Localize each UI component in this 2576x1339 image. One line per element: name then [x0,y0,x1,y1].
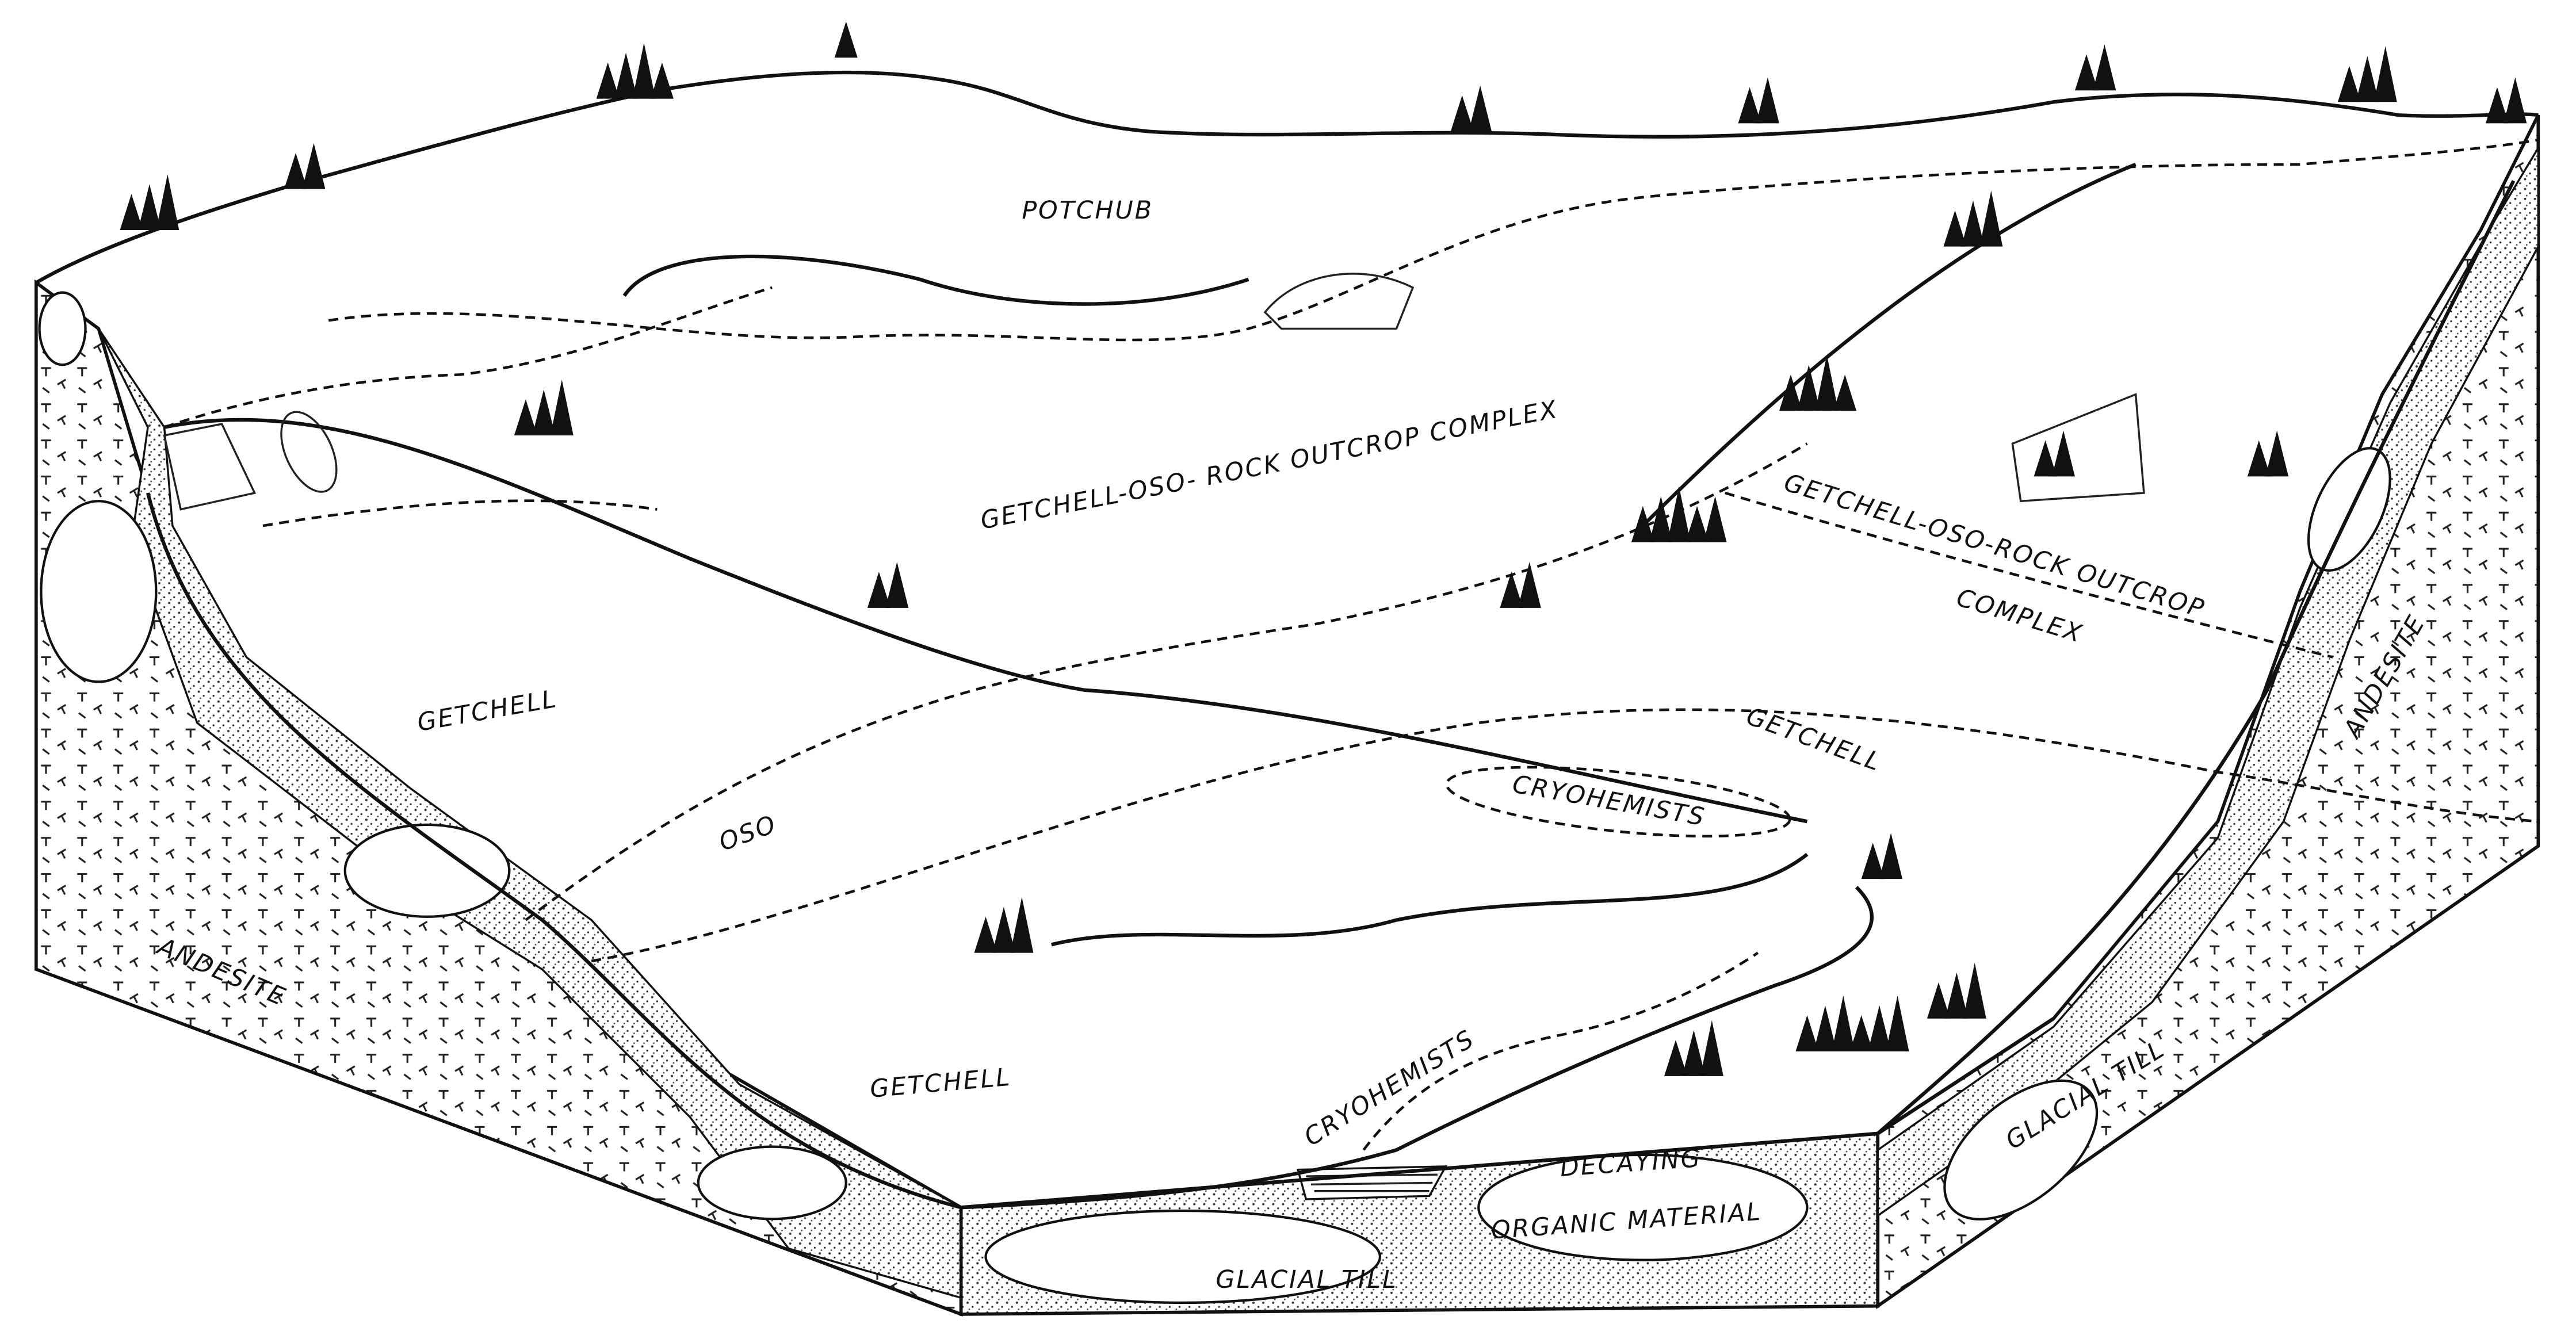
conifer-tree [974,916,997,953]
label-complex-upper: GETCHELL-OSO- ROCK OUTCROP COMPLEX [978,395,1561,535]
conifer-tree [1700,1020,1723,1076]
conifer-tree [1797,365,1821,411]
conifer-tree [1010,897,1034,953]
conifer-tree [867,572,890,608]
conifer-tree [614,52,638,99]
left-face [34,279,963,1317]
conifer-tree [302,143,326,189]
landscape-surface [35,70,2539,1210]
conifer-tree [1879,833,1903,879]
conifer-tree [596,62,620,99]
conifer-tree [1943,210,1967,247]
conifer-tree [1813,1005,1837,1051]
conifer-tree [284,152,308,189]
label-potchub: POTCHUB [1022,196,1153,225]
conifer-tree [1682,1030,1706,1076]
conifer-tree [2265,430,2289,477]
rock-outcrop [280,411,338,493]
conifer-tree [1686,506,1709,542]
label-oso: OSO [715,810,781,857]
conifer-tree [514,399,537,436]
conifer-tree [1927,982,1950,1019]
conifer-tree [1631,506,1654,542]
conifer-tree [1664,1039,1687,1076]
conifer-tree [1667,486,1691,542]
conifer-tree [2074,54,2098,91]
conifer-tree [137,184,161,231]
conifer-tree [632,43,656,99]
conifer-tree [532,389,556,436]
rock-outcrop [1263,273,1415,330]
label-cryohemists-lower: CRYOHEMISTS [1299,1024,1480,1152]
conifer-tree [1500,572,1523,608]
right-face [1876,114,2540,1310]
conifer-tree [2504,77,2527,124]
rock-outcrop [2011,393,2145,503]
conifer-tree [885,561,909,608]
rock-outcrop [163,423,257,511]
conifer-tree [2337,66,2361,102]
conifer-tree [1961,200,1985,247]
conifer-tree [1450,95,1474,132]
conifer-tree [1815,355,1839,411]
conifer-tree [1779,374,1802,411]
front-face [959,1131,1880,1316]
conifer-tree [1945,972,1969,1019]
label-getchell-left: GETCHELL [415,684,559,737]
conifer-tree [1979,190,2003,247]
conifer-tree [834,21,858,58]
conifer-tree [2093,44,2116,91]
conifer-tree [2034,440,2057,477]
label-glacial-till-front: GLACIAL TILL [1216,1265,1397,1294]
conifer-tree [992,906,1015,953]
conifer-tree [1469,85,1492,132]
conifer-tree [1886,995,1909,1051]
conifer-tree [1833,374,1857,411]
tree-clusters [120,21,2527,1076]
conifer-tree [1756,77,1779,124]
conifer-tree [2247,440,2271,477]
label-getchell-lower: GETCHELL [869,1063,1012,1104]
conifer-tree [2051,430,2075,477]
conifer-tree [120,194,143,231]
conifer-tree [1849,1015,1873,1051]
label-complex-right-line2: COMPLEX [1953,583,2086,649]
conifer-tree [1649,496,1673,542]
conifer-tree [2374,46,2397,102]
conifer-tree [550,379,574,436]
conifer-tree [1518,561,1541,608]
conifer-tree [1703,496,1727,542]
conifer-tree [1795,1015,1819,1051]
conifer-tree [1738,87,1761,124]
conifer-tree [650,62,674,99]
conifer-tree [1963,962,1986,1019]
conifer-tree [1861,843,1885,879]
conifer-tree [1868,1005,1891,1051]
conifer-tree [156,174,179,231]
conifer-tree [2356,56,2379,102]
conifer-tree [2485,87,2509,124]
conifer-tree [1832,995,1855,1051]
